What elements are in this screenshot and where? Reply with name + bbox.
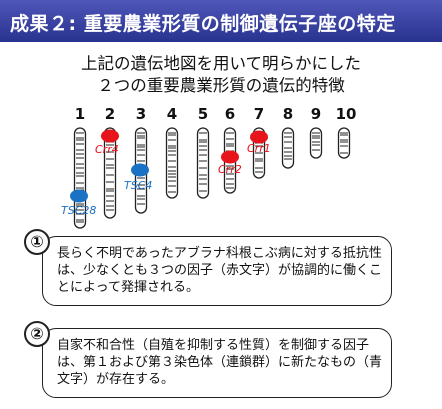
chromosome-5	[196, 127, 210, 199]
finding-number-2: ②	[24, 321, 50, 347]
subtitle-line-2: ２つの重要農業形質の遺伝的特徴	[97, 76, 345, 95]
locus-marker-crr2	[221, 150, 239, 164]
chromosome-label-1: 1	[75, 105, 85, 123]
chromosome-label-3: 3	[136, 105, 146, 123]
chromosome-label-8: 8	[283, 105, 293, 123]
chromosome-label-10: 10	[336, 105, 357, 123]
chromosome-label-9: 9	[311, 105, 321, 123]
finding-text-1: 長らく不明であったアブラナ科根こぶ病に対する抵抗性は、少なくとも３つの因子（赤文…	[57, 246, 383, 295]
locus-label-crr2: Crr2	[218, 163, 242, 176]
locus-marker-crr4	[101, 129, 119, 143]
title-bar: 成果２: 重要農業形質の制御遺伝子座の特定	[0, 0, 442, 42]
chromosome-label-2: 2	[105, 105, 115, 123]
chromosome-8	[281, 127, 295, 169]
chromosome-label-6: 6	[225, 105, 235, 123]
locus-label-tsc4: TSC4	[124, 179, 152, 192]
locus-label-crr1: Crr1	[247, 142, 271, 155]
page-title: 成果２: 重要農業形質の制御遺伝子座の特定	[10, 13, 396, 35]
locus-marker-tsc28	[70, 189, 88, 203]
chromosome-4	[165, 127, 179, 199]
chromosome-label-5: 5	[198, 105, 208, 123]
locus-marker-crr1	[250, 130, 268, 144]
locus-marker-tsc4	[131, 163, 149, 177]
chromosome-9	[309, 127, 323, 159]
chromosome-label-4: 4	[167, 105, 177, 123]
subtitle-line-1: 上記の遺伝地図を用いて明らかにした	[80, 54, 361, 73]
finding-box-1: 長らく不明であったアブラナ科根こぶ病に対する抵抗性は、少なくとも３つの因子（赤文…	[42, 236, 392, 306]
locus-label-crr4: Crr4	[95, 143, 119, 156]
finding-text-2: 自家不和合性（自殖を抑制する性質）を制御する因子は、第１および第３染色体（連鎖群…	[57, 338, 383, 387]
chromosome-1	[73, 127, 87, 229]
chromosome-10	[337, 127, 351, 159]
finding-number-1: ①	[24, 229, 50, 255]
finding-box-2: 自家不和合性（自殖を抑制する性質）を制御する因子は、第１および第３染色体（連鎖群…	[42, 328, 392, 398]
chromosome-label-7: 7	[254, 105, 264, 123]
locus-label-tsc28: TSC28	[61, 204, 96, 217]
